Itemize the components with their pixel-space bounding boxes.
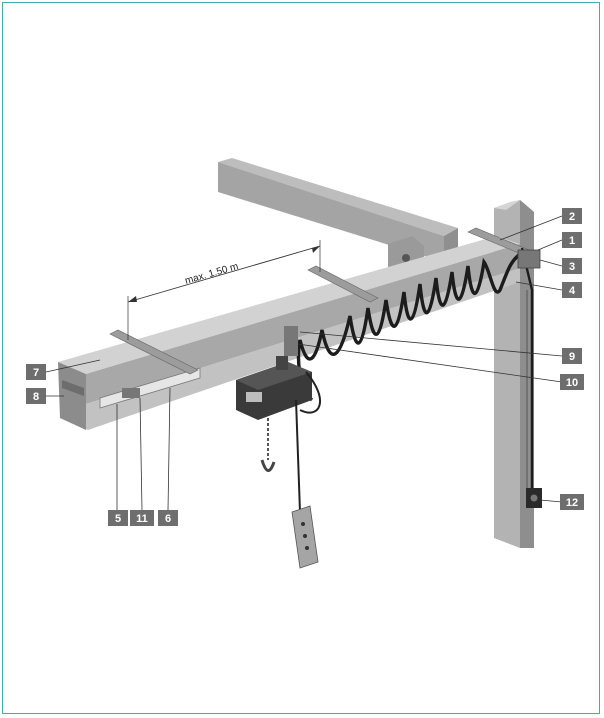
callout-1: 1 [562, 232, 582, 248]
feed-box [517, 249, 541, 269]
svg-text:4: 4 [569, 285, 576, 297]
svg-text:3: 3 [569, 261, 575, 273]
svg-text:9: 9 [569, 351, 575, 363]
callout-7: 7 [26, 364, 46, 380]
callout-4: 4 [562, 282, 582, 298]
callout-2: 2 [562, 208, 582, 224]
callout-12: 12 [560, 494, 584, 510]
callout-9: 9 [562, 348, 582, 364]
pendant-control [291, 505, 319, 569]
svg-text:10: 10 [566, 377, 578, 389]
svg-text:11: 11 [136, 513, 148, 525]
callout-6: 6 [158, 510, 178, 526]
electric-hoist [236, 326, 322, 513]
dimension-label: max. 1.50 m [184, 261, 240, 287]
cross-members [109, 227, 535, 375]
svg-text:6: 6 [165, 513, 171, 525]
callout-3: 3 [562, 258, 582, 274]
svg-text:1: 1 [569, 235, 575, 247]
switch-box [526, 488, 542, 508]
svg-text:12: 12 [566, 497, 578, 509]
callout-10: 10 [560, 374, 584, 390]
leader-lines [45, 215, 563, 511]
callout-8: 8 [26, 388, 46, 404]
callout-5: 5 [108, 510, 128, 526]
svg-text:5: 5 [115, 513, 121, 525]
svg-text:8: 8 [33, 391, 39, 403]
svg-text:7: 7 [33, 367, 39, 379]
svg-text:2: 2 [569, 211, 575, 223]
callout-11: 11 [130, 510, 154, 526]
